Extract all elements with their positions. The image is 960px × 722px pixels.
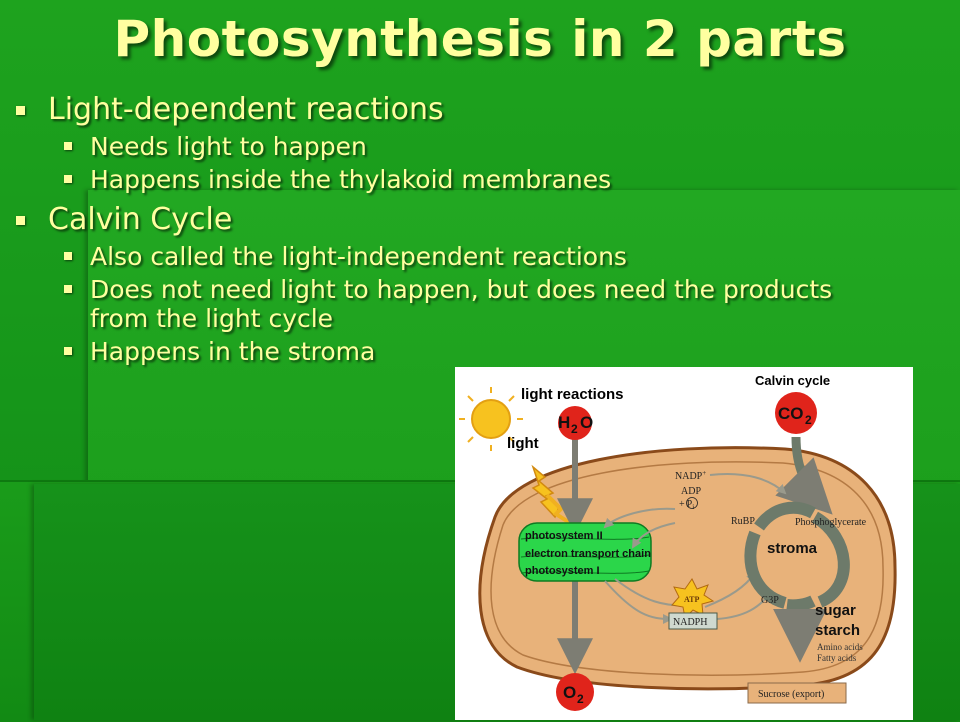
nadph-box bbox=[668, 612, 718, 630]
sub-bullet: Needs light to happen bbox=[12, 132, 912, 161]
light-reactions-label: light reactions bbox=[521, 386, 624, 403]
bullet-square-icon bbox=[64, 347, 72, 355]
etc-label: electron transport chain bbox=[525, 548, 651, 560]
rubp-label: RuBP bbox=[731, 516, 755, 527]
sub-bullet-text: Does not need light to happen, but does … bbox=[90, 275, 833, 333]
water-h: H bbox=[558, 413, 570, 432]
sub-bullet-text: Also called the light-independent reacti… bbox=[90, 242, 627, 271]
pi-label: +Pi bbox=[679, 499, 694, 511]
sub-bullet: Does not need light to happen, but does … bbox=[12, 275, 850, 333]
co2-co: CO bbox=[778, 404, 804, 423]
fatty-acids-label: Fatty acids bbox=[817, 653, 857, 663]
amino-acids-label: Amino acids bbox=[817, 642, 863, 652]
sub-bullet-text: Happens inside the thylakoid membranes bbox=[90, 165, 612, 194]
o2-2: 2 bbox=[577, 692, 584, 706]
o2-molecule-icon bbox=[556, 673, 594, 711]
phosphoglycerate-label: Phosphoglycerate bbox=[795, 517, 867, 528]
bullet-list: Light-dependent reactions Needs light to… bbox=[12, 90, 912, 366]
bullet-square-icon bbox=[64, 285, 72, 293]
calvin-cycle-label: Calvin cycle bbox=[755, 373, 830, 388]
stroma-label: stroma bbox=[767, 540, 818, 557]
bullet-square-icon bbox=[16, 216, 25, 225]
photosystem-i-label: photosystem I bbox=[525, 565, 600, 577]
bullet-square-icon bbox=[64, 142, 72, 150]
bullet-light-dependent: Light-dependent reactions bbox=[12, 92, 912, 128]
co2-molecule-icon bbox=[775, 392, 817, 434]
o2-o: O bbox=[563, 683, 576, 702]
sub-bullet-text: Happens in the stroma bbox=[90, 337, 376, 366]
bullet-square-icon bbox=[64, 175, 72, 183]
sub-bullet: Also called the light-independent reacti… bbox=[12, 242, 912, 271]
water-o: O bbox=[580, 413, 593, 432]
adp-label: ADP bbox=[681, 486, 701, 497]
sun-icon bbox=[471, 399, 511, 439]
photosynthesis-diagram: light reactions Calvin cycle H 2 O CO 2 … bbox=[455, 367, 913, 720]
slide-title: Photosynthesis in 2 parts bbox=[113, 10, 847, 68]
photosystem-ii-label: photosystem II bbox=[525, 530, 603, 542]
sugar-label: sugar bbox=[815, 602, 856, 619]
bullet-calvin-cycle: Calvin Cycle bbox=[12, 202, 912, 238]
light-label: light bbox=[507, 435, 539, 452]
atp-label: ATP bbox=[684, 595, 700, 604]
starch-label: starch bbox=[815, 622, 860, 639]
bullet-square-icon bbox=[64, 252, 72, 260]
bullet-heading: Light-dependent reactions bbox=[48, 92, 444, 127]
g3p-label: G3P bbox=[761, 595, 779, 606]
sub-bullet-text: Needs light to happen bbox=[90, 132, 367, 161]
bullet-heading: Calvin Cycle bbox=[48, 202, 233, 237]
atp-icon bbox=[671, 578, 715, 620]
sub-bullet: Happens in the stroma bbox=[12, 337, 912, 366]
sucrose-label: Sucrose (export) bbox=[758, 689, 824, 700]
sucrose-box bbox=[747, 682, 847, 704]
water-2: 2 bbox=[571, 422, 578, 436]
nadph-label: NADPH bbox=[673, 617, 707, 628]
nadp-label: NADP+ bbox=[675, 469, 706, 482]
water-molecule-icon bbox=[558, 406, 592, 440]
bullet-square-icon bbox=[16, 106, 25, 115]
co2-2: 2 bbox=[805, 413, 812, 427]
sub-bullet: Happens inside the thylakoid membranes bbox=[12, 165, 912, 194]
